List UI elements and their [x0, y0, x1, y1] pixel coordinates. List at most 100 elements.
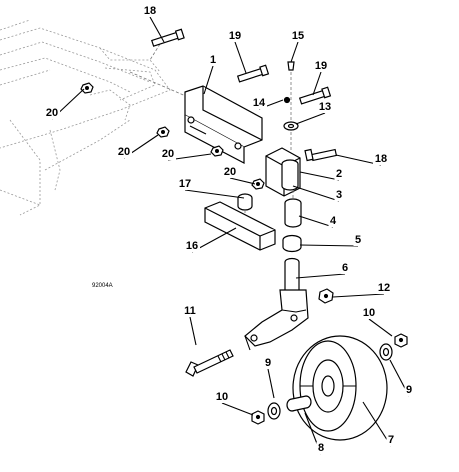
callout-label: 6 [342, 262, 348, 274]
callout-label-bg [361, 307, 377, 319]
nuts-20 [80, 82, 265, 190]
callout-label: 15 [292, 30, 304, 42]
callout-label-bg [376, 282, 392, 294]
axle-bolt-11 [185, 349, 234, 377]
nut-10-right [394, 333, 408, 348]
leader-line [267, 368, 275, 399]
callout-label: 3 [336, 189, 342, 201]
callout-label-bg [313, 60, 329, 72]
spacer-4 [284, 190, 302, 228]
callout-label-bg [251, 97, 267, 109]
leader-line [362, 401, 392, 447]
callout-label: 1 [210, 54, 216, 66]
callout-label-bg [142, 5, 158, 17]
callout-label: 10 [363, 307, 375, 319]
callout-label-bg [160, 148, 176, 160]
callout-label: 9 [265, 357, 271, 369]
callout-label: 9 [406, 384, 412, 396]
leader-line [234, 41, 247, 74]
callout-label-bg [44, 107, 60, 119]
callout-label-bg [353, 234, 363, 246]
pin-17 [237, 193, 253, 222]
figure-code: 92004A [92, 283, 113, 289]
callout-label: 20 [162, 148, 174, 160]
callout-label: 18 [375, 153, 387, 165]
leader-line [221, 402, 254, 416]
spacer-9-right [379, 343, 393, 361]
callout-label-bg [290, 30, 306, 42]
callout-label: 12 [378, 282, 390, 294]
leader-line [203, 65, 214, 95]
callout-label: 4 [330, 215, 337, 227]
callout-label: 20 [46, 107, 58, 119]
bolt-18-upper [151, 28, 185, 47]
leader-line [299, 244, 359, 247]
callout-label: 18 [144, 5, 156, 17]
nut-20-c [210, 145, 224, 157]
leader-line [298, 215, 334, 228]
callout-label: 2 [336, 168, 342, 180]
callout-label: 20 [118, 146, 130, 158]
callout-label: 17 [179, 178, 191, 190]
callout-label: 20 [224, 166, 236, 178]
callout-label: 16 [186, 240, 198, 252]
leader-line [299, 171, 340, 181]
callout-label-bg [334, 168, 344, 180]
nut-14 [283, 96, 291, 104]
callout-label-bg [328, 215, 338, 227]
callout-label-bg [177, 178, 193, 190]
callout-label-bg [334, 189, 344, 201]
callout-label: 5 [355, 234, 361, 246]
callout-label-bg [373, 153, 389, 165]
nut-20-b [156, 126, 170, 138]
callout-label-bg [116, 146, 132, 158]
mounting-bracket-1 [184, 85, 263, 164]
callout-label-bg [208, 54, 218, 66]
callout-label-bg [386, 434, 396, 446]
leader-line [184, 189, 245, 199]
callout-label: 10 [216, 391, 228, 403]
callout-layer: 18 1 19 15 19 14 13 20 20 20 20 18 2 3 17 4 16 5 6 12 11 10 9 9… [44, 5, 414, 455]
grease-fitting-15 [287, 61, 295, 150]
callout-label-bg [404, 384, 414, 396]
callout-label-bg [182, 305, 198, 317]
pivot-tube-3 [281, 159, 299, 191]
nut-10-left [251, 410, 265, 425]
bolt-18-side [304, 148, 338, 162]
leader-line [189, 316, 197, 346]
callout-label: 19 [315, 60, 327, 72]
leader-line [290, 41, 299, 63]
callout-label-bg [227, 30, 243, 42]
nut-20-d [251, 178, 265, 190]
leader-line [292, 185, 340, 202]
bolt-19-left [236, 64, 270, 83]
bushing-5 [282, 234, 302, 253]
callout-label: 11 [184, 305, 196, 317]
callout-label-bg [340, 262, 350, 274]
callout-label: 8 [318, 442, 324, 454]
leader-line [295, 112, 326, 125]
wheel-7 [292, 335, 388, 441]
callout-label: 14 [253, 97, 266, 109]
callout-label-bg [316, 442, 326, 454]
bolt-19-right [298, 86, 332, 105]
callout-label: 19 [229, 30, 241, 42]
caster-fork-6 [244, 257, 309, 351]
leader-line [312, 71, 322, 96]
leader-line [368, 318, 393, 337]
callout-label: 13 [319, 101, 331, 113]
callout-label-bg [317, 101, 333, 113]
callout-label-bg [184, 240, 200, 252]
leader-line [295, 273, 346, 279]
callout-label-bg [222, 166, 238, 178]
nut-20-a [80, 82, 94, 94]
adjust-block-16 [204, 201, 276, 251]
leader-line [229, 177, 256, 185]
leader-line [332, 293, 385, 298]
leader-line [149, 16, 165, 43]
callout-label: 7 [388, 434, 394, 446]
callout-label-bg [263, 357, 273, 369]
locknut-12 [318, 288, 334, 304]
